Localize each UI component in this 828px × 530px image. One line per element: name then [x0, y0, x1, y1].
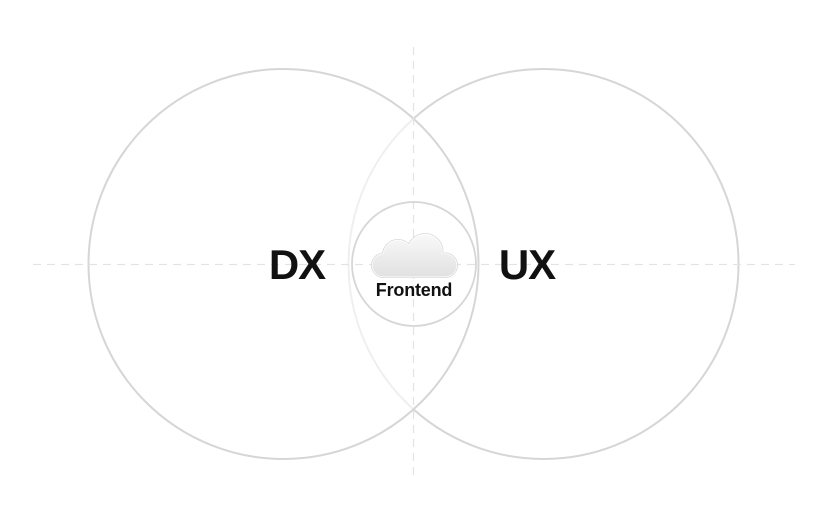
center-circle — [351, 201, 477, 327]
ux-label: UX — [498, 241, 556, 288]
dx-circle — [87, 68, 480, 460]
dx-label: DX — [268, 241, 326, 288]
frontend-label: Frontend — [375, 280, 453, 300]
